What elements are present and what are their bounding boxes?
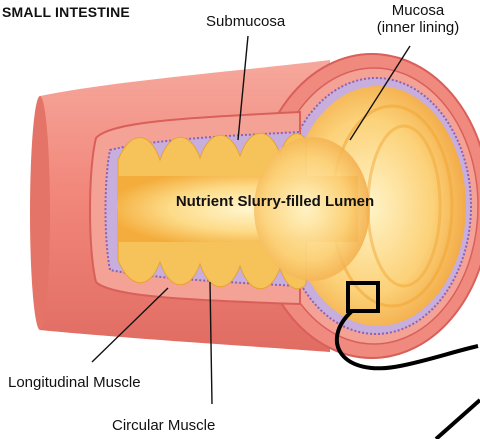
diagram-title: SMALL INTESTINE xyxy=(2,4,130,21)
mucosa-label-line2: (inner lining) xyxy=(356,19,480,36)
tube-left-end xyxy=(30,96,50,330)
longitudinal-muscle-label: Longitudinal Muscle xyxy=(8,374,141,391)
submucosa-label: Submucosa xyxy=(206,13,285,30)
zoom-arrow-lower xyxy=(436,400,480,439)
lumen-label: Nutrient Slurry-filled Lumen xyxy=(140,193,410,210)
mucosa-label-line1: Mucosa xyxy=(356,2,480,19)
mucosa-label: Mucosa (inner lining) xyxy=(356,2,480,36)
circular-muscle-label: Circular Muscle xyxy=(112,417,215,434)
